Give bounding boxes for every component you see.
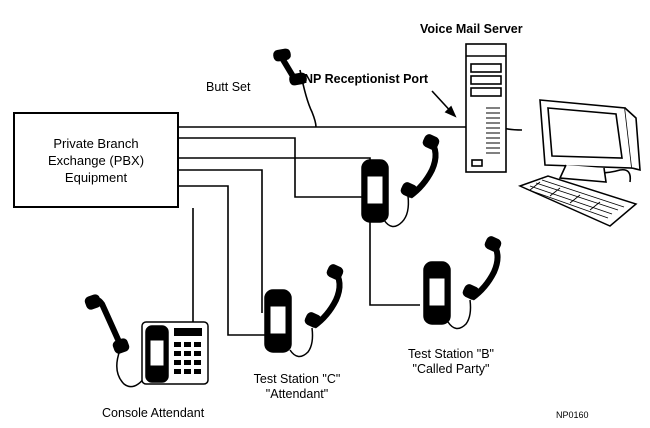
butt-set-cord bbox=[299, 69, 317, 128]
monitor-icon bbox=[539, 99, 641, 183]
console-attendant-label: Console Attendant bbox=[102, 406, 205, 420]
figure-id-label: NP0160 bbox=[556, 410, 589, 420]
server-icon bbox=[465, 43, 507, 173]
pbx-label-line-2: Exchange (PBX) bbox=[47, 152, 145, 168]
station-c-label: Test Station "C" "Attendant" bbox=[242, 372, 352, 402]
pbx-label-line-1: Private Branch bbox=[53, 135, 139, 151]
station-a-phone-icon bbox=[361, 134, 440, 228]
line-to-station-c-2 bbox=[179, 185, 265, 336]
line-to-station-a bbox=[179, 137, 362, 198]
line-to-station-b bbox=[179, 157, 420, 306]
station-c-label-line-2: "Attendant" bbox=[265, 387, 329, 401]
station-b-label-line-2: "Called Party" bbox=[412, 362, 490, 376]
keyboard-icon bbox=[517, 175, 638, 227]
station-c-phone-icon bbox=[264, 264, 344, 358]
station-c-label-line-1: Test Station "C" bbox=[253, 372, 341, 386]
pbx-equipment-box: Private Branch Exchange (PBX) Equipment bbox=[13, 112, 179, 208]
receptionist-arrow-head bbox=[444, 105, 457, 118]
console-phone-icon bbox=[84, 294, 209, 388]
line-to-station-c-1 bbox=[179, 169, 263, 313]
station-b-phone-icon bbox=[423, 236, 502, 330]
station-b-label-line-1: Test Station "B" bbox=[408, 347, 494, 361]
station-b-label: Test Station "B" "Called Party" bbox=[396, 347, 506, 377]
connection-lines bbox=[179, 69, 632, 336]
pbx-label-line-3: Equipment bbox=[64, 169, 128, 185]
butt-set-label: Butt Set bbox=[206, 80, 251, 94]
receptionist-port-label: NP Receptionist Port bbox=[304, 72, 429, 86]
voice-mail-server-title: Voice Mail Server bbox=[420, 22, 523, 36]
butt-set-handset-icon bbox=[273, 48, 307, 86]
